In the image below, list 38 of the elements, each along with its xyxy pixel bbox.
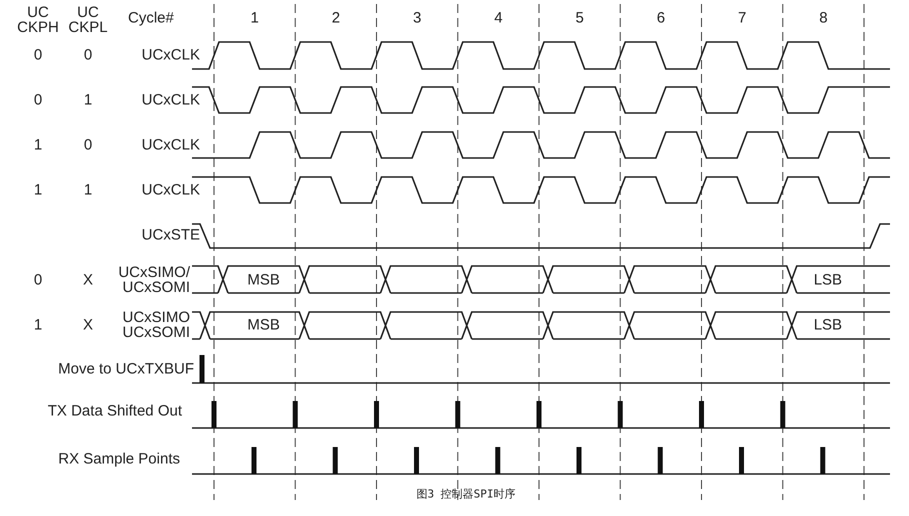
bit-value: 1 (34, 138, 42, 152)
signal-label: Move to UCxTXBUF (58, 362, 194, 376)
bit-value: X (83, 272, 93, 288)
signal-label: UCxCLK (142, 138, 200, 152)
bit-label: MSB (247, 272, 280, 288)
bit-value: X (83, 318, 93, 332)
cycle-number: 5 (575, 10, 584, 26)
cycle-number: 7 (738, 10, 746, 26)
cycle-number: 2 (332, 10, 340, 26)
signal-label: TX Data Shifted Out (48, 404, 182, 418)
bit-value: 0 (34, 48, 42, 62)
cycle-number: 4 (494, 10, 503, 26)
cycle-number: 6 (656, 10, 666, 26)
signal-label: UCxCLK (142, 182, 200, 198)
bit-label: LSB (814, 272, 842, 288)
signal-label: UCxCLK (142, 92, 200, 108)
column-header: UC CKPL (67, 5, 109, 35)
cycle-number: 8 (819, 10, 828, 26)
signal-label: UCxSIMO UCxSOMI (122, 310, 190, 340)
column-header: Cycle# (128, 10, 174, 26)
bit-value: 0 (34, 92, 42, 108)
cycle-number: 3 (412, 10, 422, 26)
bit-label: LSB (814, 318, 842, 332)
bit-value: 0 (84, 138, 92, 152)
signal-label: UCxSIMO/ UCxSOMI (117, 265, 190, 295)
signal-label: UCxSTE (142, 228, 200, 242)
caption: 图3 控制器SPI时序 (416, 486, 516, 502)
bit-value: 1 (34, 182, 42, 198)
signal-label: RX Sample Points (58, 452, 180, 466)
bit-value: 0 (84, 48, 92, 62)
cycle-number: 1 (250, 10, 259, 26)
signal-label: UCxCLK (142, 48, 200, 62)
bit-value: 1 (34, 318, 42, 332)
bit-value: 0 (34, 272, 42, 288)
bit-label: MSB (247, 318, 280, 332)
bit-value: 1 (84, 92, 92, 108)
bit-value: 1 (84, 182, 92, 198)
column-header: UC CKPH (16, 5, 60, 35)
